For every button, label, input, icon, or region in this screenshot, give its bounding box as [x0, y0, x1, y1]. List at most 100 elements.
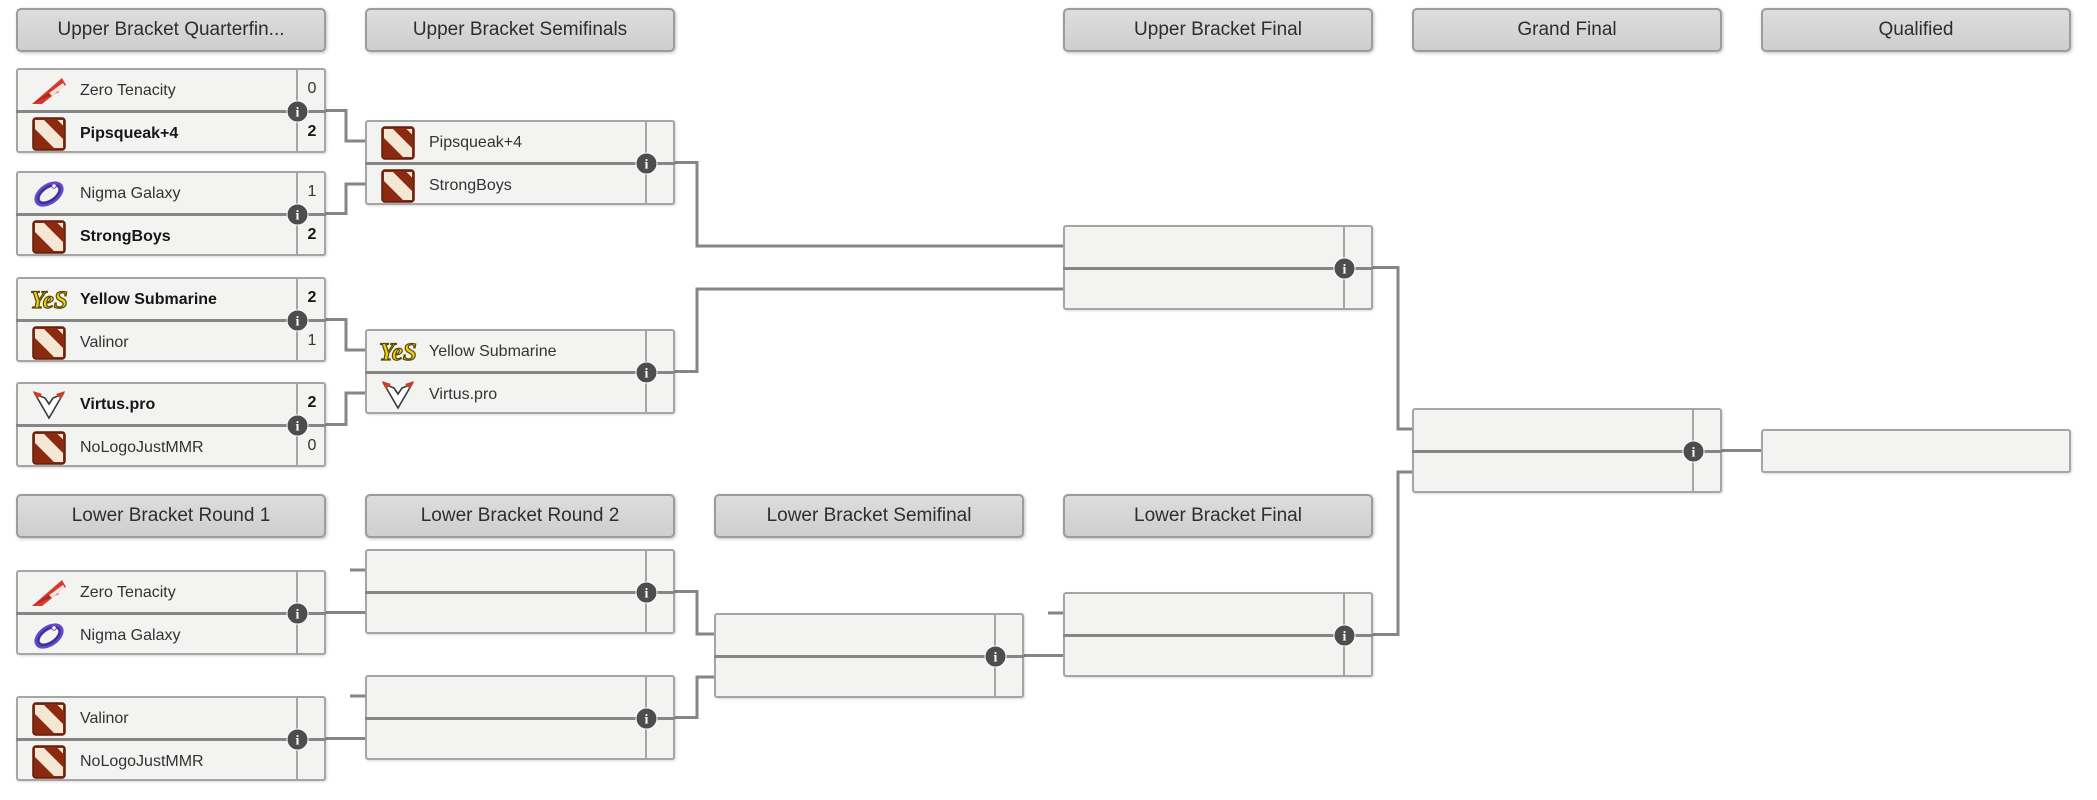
team-name[interactable]: NoLogoJustMMR — [80, 752, 204, 770]
dota-default-logo[interactable] — [18, 219, 80, 254]
team-slot: Valinor — [18, 322, 296, 363]
svg-text:i: i — [296, 608, 300, 623]
match-info-icon[interactable]: i — [635, 707, 658, 730]
dota-default-logo[interactable] — [18, 744, 80, 779]
team-slot — [367, 720, 645, 761]
round-header-lb_round_1: Lower Bracket Round 1 — [16, 494, 326, 538]
match-grand-final: i — [1412, 408, 1722, 493]
team-slot: Virtus.pro — [367, 374, 645, 415]
match-row-divider — [1412, 450, 1722, 453]
match-row-divider — [16, 319, 326, 322]
match-lb-sf: i — [714, 613, 1024, 698]
dota-default-logo[interactable] — [18, 116, 80, 151]
dota-default-logo[interactable] — [18, 325, 80, 360]
nigma-galaxy-logo[interactable] — [18, 619, 80, 653]
svg-text:i: i — [645, 587, 649, 602]
team-name[interactable]: Yellow Submarine — [429, 342, 557, 360]
svg-text:i: i — [296, 420, 300, 435]
round-header-label: Lower Bracket Semifinal — [766, 505, 972, 526]
dota-default-logo[interactable] — [367, 125, 429, 160]
team-name[interactable]: Valinor — [80, 333, 129, 351]
round-header-ub_quarterfinals: Upper Bracket Quarterfin... — [16, 8, 326, 52]
team-name[interactable]: Pipsqueak+4 — [429, 133, 522, 151]
team-slot: Virtus.pro — [18, 384, 296, 425]
qualified-slot — [1761, 429, 2071, 473]
svg-text:YeS: YeS — [379, 339, 417, 366]
nigma-galaxy-logo[interactable] — [18, 177, 80, 211]
team-name[interactable]: Pipsqueak+4 — [80, 124, 179, 142]
match-info-icon[interactable]: i — [635, 581, 658, 604]
svg-text:i: i — [296, 106, 300, 121]
team-slot: NoLogoJustMMR — [18, 427, 296, 468]
match-row-divider — [365, 162, 675, 165]
round-header-label: Qualified — [1878, 19, 1954, 40]
team-name[interactable]: Nigma Galaxy — [80, 184, 181, 202]
team-name[interactable]: Valinor — [80, 709, 129, 727]
svg-text:i: i — [645, 158, 649, 173]
match-info-icon[interactable]: i — [286, 414, 309, 437]
team-slot — [1065, 270, 1343, 311]
match-info-icon[interactable]: i — [1333, 257, 1356, 280]
svg-text:i: i — [296, 315, 300, 330]
virtus-pro-logo[interactable] — [18, 388, 80, 422]
match-lb-r2-m2: i — [365, 675, 675, 760]
svg-text:i: i — [1343, 263, 1347, 278]
yellow-submarine-logo[interactable]: YeS — [18, 285, 80, 315]
team-slot: Zero Tenacity — [18, 70, 296, 111]
match-score: 2 — [307, 226, 317, 243]
round-header-ub_final: Upper Bracket Final — [1063, 8, 1373, 52]
svg-text:YeS: YeS — [30, 287, 68, 314]
match-info-icon[interactable]: i — [286, 728, 309, 751]
team-slot: Pipsqueak+4 — [18, 113, 296, 154]
match-lb-final: i — [1063, 592, 1373, 677]
match-info-icon[interactable]: i — [286, 309, 309, 332]
team-slot — [367, 677, 645, 718]
match-info-icon[interactable]: i — [286, 203, 309, 226]
match-info-icon[interactable]: i — [635, 361, 658, 384]
match-row-divider — [1063, 267, 1373, 270]
dota-default-logo[interactable] — [18, 701, 80, 736]
match-row-divider — [365, 371, 675, 374]
round-header-label: Grand Final — [1517, 19, 1617, 40]
svg-text:i: i — [296, 734, 300, 749]
team-name[interactable]: Nigma Galaxy — [80, 626, 181, 644]
match-score: 2 — [307, 289, 317, 306]
match-row-divider — [16, 213, 326, 216]
team-name[interactable]: Yellow Submarine — [80, 290, 217, 308]
virtus-pro-logo[interactable] — [367, 378, 429, 412]
dota-default-logo[interactable] — [367, 168, 429, 203]
team-name[interactable]: Virtus.pro — [80, 395, 156, 413]
dota-default-logo[interactable] — [18, 430, 80, 465]
team-slot — [716, 615, 994, 656]
match-info-icon[interactable]: i — [984, 645, 1007, 668]
team-slot — [367, 594, 645, 635]
match-row-divider — [365, 717, 675, 720]
zero-tenacity-logo[interactable] — [18, 75, 80, 107]
match-info-icon[interactable]: i — [1333, 624, 1356, 647]
team-name[interactable]: NoLogoJustMMR — [80, 438, 204, 456]
team-slot — [1065, 637, 1343, 678]
team-slot: Valinor — [18, 698, 296, 739]
zero-tenacity-logo[interactable] — [18, 577, 80, 609]
match-score: 0 — [307, 80, 317, 97]
team-slot: Nigma Galaxy — [18, 173, 296, 214]
match-info-icon[interactable]: i — [635, 152, 658, 175]
round-header-label: Lower Bracket Round 2 — [420, 505, 620, 526]
team-name[interactable]: StrongBoys — [429, 176, 512, 194]
svg-text:i: i — [645, 713, 649, 728]
team-slot: Nigma Galaxy — [18, 615, 296, 656]
team-name[interactable]: StrongBoys — [80, 227, 171, 245]
match-info-icon[interactable]: i — [1682, 440, 1705, 463]
team-name[interactable]: Zero Tenacity — [80, 81, 176, 99]
team-name[interactable]: Virtus.pro — [429, 385, 498, 403]
svg-text:i: i — [296, 209, 300, 224]
match-info-icon[interactable]: i — [286, 602, 309, 625]
round-header-label: Lower Bracket Final — [1134, 505, 1302, 526]
match-info-icon[interactable]: i — [286, 100, 309, 123]
yellow-submarine-logo[interactable]: YeS — [367, 337, 429, 367]
team-slot — [1414, 453, 1692, 494]
team-name[interactable]: Zero Tenacity — [80, 583, 176, 601]
